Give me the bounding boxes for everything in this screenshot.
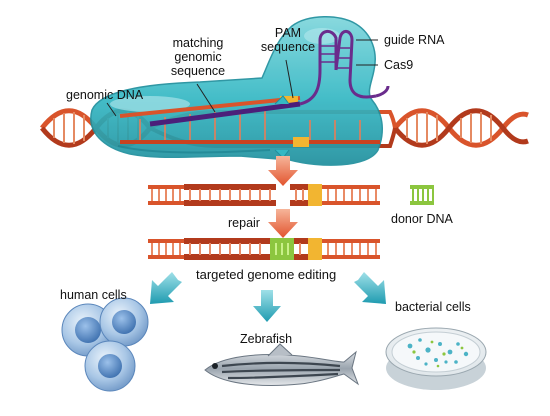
bacterial-cells-dish	[385, 327, 487, 390]
label-bacterial-cells: bacterial cells	[395, 300, 471, 314]
dna-in-cas9	[119, 96, 380, 147]
arrow-to-bacterial-cells	[354, 272, 386, 304]
repaired-dna	[148, 238, 380, 260]
label-donor-dna: donor DNA	[391, 212, 453, 226]
zebrafish-illustration	[204, 343, 360, 386]
process-arrow-1	[268, 156, 298, 186]
label-pam-sequence: PAM sequence	[260, 26, 316, 54]
label-repair: repair	[228, 216, 260, 230]
label-leaders	[106, 39, 378, 117]
cut-dna-fragment	[148, 184, 380, 206]
arrow-to-zebrafish	[253, 290, 281, 322]
label-targeted-genome-editing: targeted genome editing	[196, 267, 337, 282]
label-genomic-dna: genomic DNA	[66, 88, 144, 102]
human-cells-illustration	[61, 297, 149, 392]
label-zebrafish: Zebrafish	[240, 332, 293, 346]
arrow-to-human-cells	[150, 272, 182, 304]
label-cas9: Cas9	[384, 58, 414, 72]
genomic-dna-helix-right	[393, 108, 529, 148]
label-human-cells: human cells	[60, 288, 127, 302]
label-guide-rna: guide RNA	[384, 33, 445, 47]
label-matching-genomic-sequence: matching genomic sequence	[170, 36, 226, 78]
donor-dna-swatch	[410, 185, 434, 205]
guide-rna	[149, 30, 390, 127]
process-arrow-2	[268, 209, 298, 238]
pam-site	[293, 137, 309, 147]
